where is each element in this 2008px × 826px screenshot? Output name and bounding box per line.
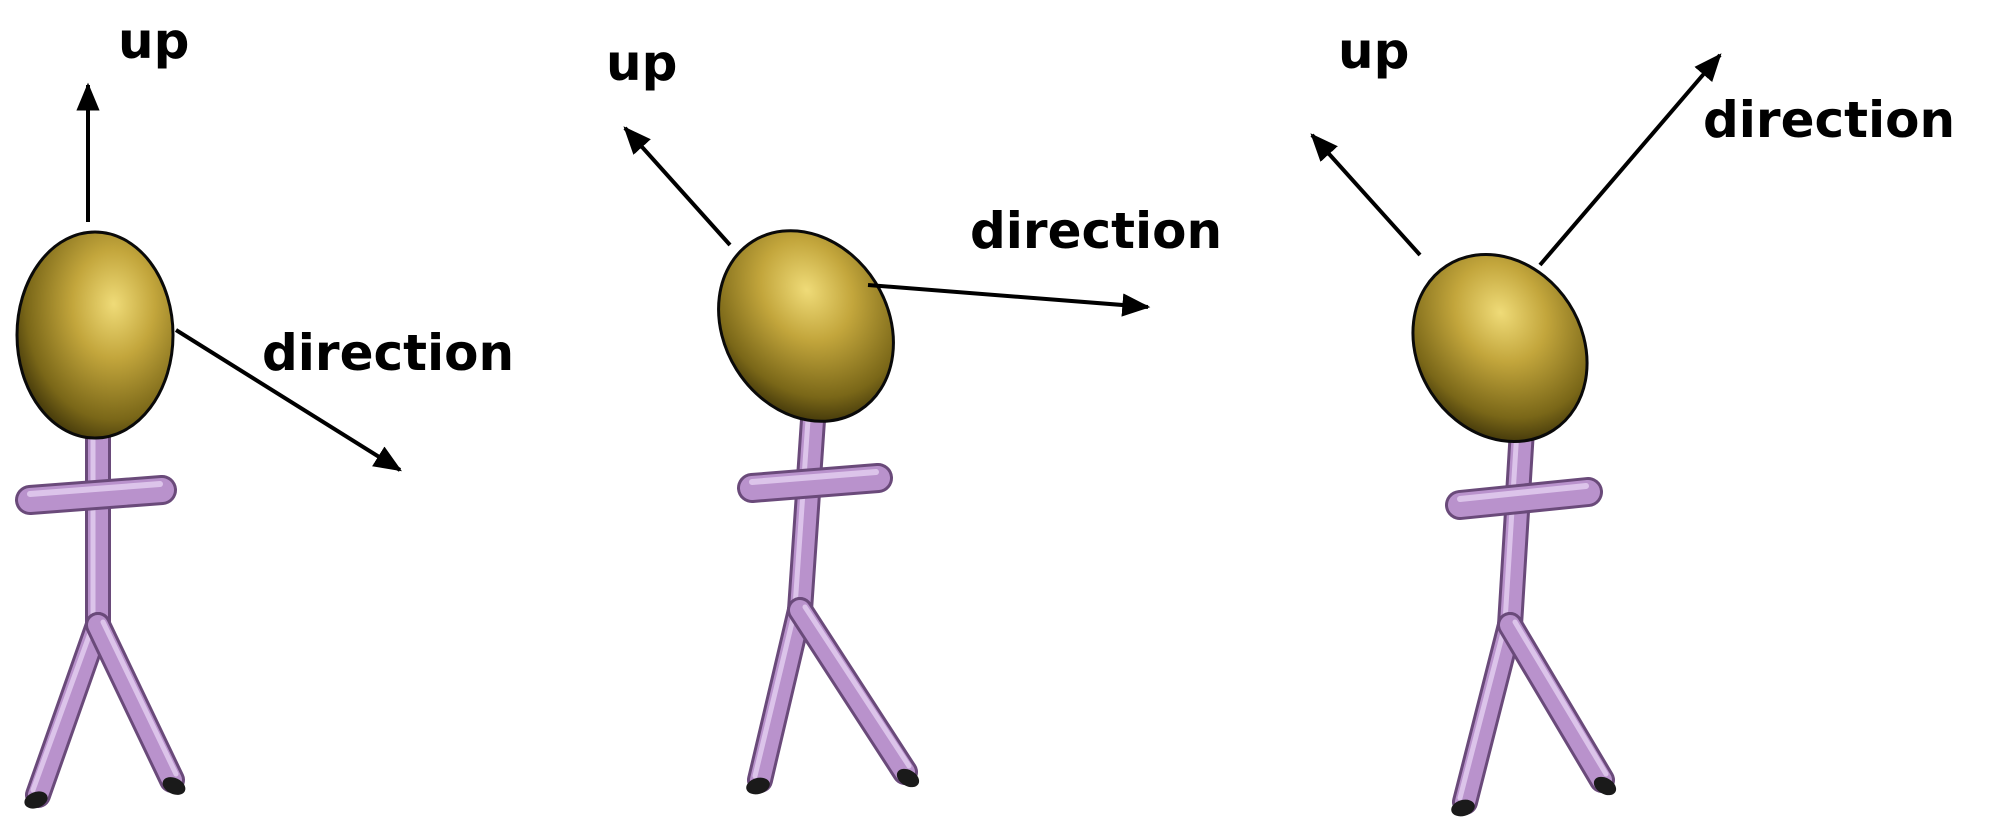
body: [737, 407, 920, 795]
head: [717, 229, 895, 423]
direction-arrow: [1538, 53, 1722, 267]
right-foot-end: [896, 768, 920, 788]
figure-1: up direction: [15, 12, 514, 809]
figure-3: up direction: [1310, 22, 1955, 817]
left-foot-end: [746, 777, 770, 795]
right-foot-end: [162, 777, 186, 795]
direction-arrow: [174, 328, 402, 472]
up-arrow: [623, 126, 732, 247]
direction-arrow: [867, 283, 1151, 317]
direction-label: direction: [1703, 91, 1955, 149]
body: [1445, 417, 1617, 817]
left-foot-end: [1451, 799, 1475, 817]
up-label: up: [606, 34, 677, 92]
direction-label: direction: [262, 324, 514, 382]
up-label: up: [118, 12, 189, 70]
up-label: up: [1338, 22, 1409, 80]
head: [1411, 252, 1589, 444]
right-foot-end: [1593, 776, 1617, 796]
head: [15, 230, 175, 440]
body: [15, 412, 186, 809]
figure-2: up direction: [606, 34, 1222, 795]
up-arrow: [1310, 133, 1422, 257]
left-foot-end: [24, 791, 48, 809]
direction-label: direction: [970, 202, 1222, 260]
